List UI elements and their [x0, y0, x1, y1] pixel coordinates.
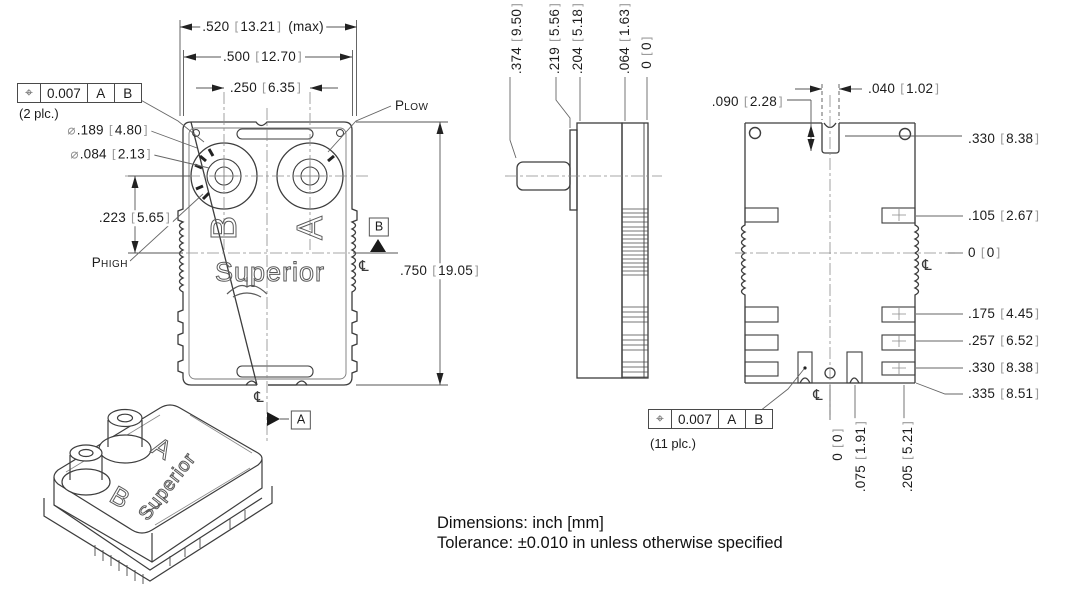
- side-dim-4: 0[0]: [639, 33, 655, 71]
- back-dim-right-0: .330[8.38]: [966, 131, 1043, 147]
- gdt-tolerance: 0.007: [672, 410, 719, 428]
- datum-b-box: B: [368, 217, 390, 237]
- back-dim-notch-width: .040[1.02]: [866, 81, 943, 97]
- back-dim-notch-depth: .090[2.28]: [709, 94, 786, 110]
- front-port-b-label: B: [203, 216, 244, 240]
- port-low-label: PLOW: [393, 98, 431, 114]
- side-view: [505, 77, 662, 379]
- note-tolerance: Tolerance: ±0.010 in unless otherwise sp…: [437, 534, 783, 552]
- centerline-symbol: ℄: [922, 256, 932, 274]
- back-dim-right-2: 0[0]: [966, 245, 1004, 261]
- front-brand-label: Superior: [215, 257, 325, 287]
- side-dim-0: .374[9.50]: [509, 0, 525, 77]
- gdt-datum-a: A: [88, 84, 115, 102]
- back-dim-right-5: .330[8.38]: [966, 360, 1043, 376]
- position-tolerance-icon: ⌖: [18, 84, 41, 102]
- centerline-symbol: ℄: [359, 257, 369, 275]
- gdt-datum-a: A: [719, 410, 746, 428]
- gdt-ports-note: (2 plc.): [19, 106, 59, 121]
- back-dim-bottom-2: .205[5.21]: [900, 417, 916, 495]
- datum-a-triangle: [267, 412, 280, 426]
- dim-height: .750[19.05]: [397, 263, 483, 279]
- front-view: [125, 20, 448, 442]
- dim-width-max: .520[13.21](max): [200, 19, 326, 35]
- iso-port-b: [61, 444, 111, 496]
- front-port-a-label: A: [289, 216, 330, 240]
- back-dim-right-4: .257[6.52]: [966, 333, 1043, 349]
- side-dim-3: .064[1.63]: [617, 0, 633, 77]
- back-dim-bottom-1: .075[1.91]: [853, 417, 869, 495]
- iso-port-a: [98, 408, 152, 464]
- position-tolerance-icon: ⌖: [649, 410, 672, 428]
- gdt-tolerance: 0.007: [41, 84, 88, 102]
- dim-port-spacing: .250[6.35]: [227, 80, 305, 96]
- side-dim-2: .204[5.18]: [570, 0, 586, 77]
- gdt-datum-b: B: [754, 411, 764, 427]
- dim-width: .500[12.70]: [220, 49, 306, 65]
- back-dim-right-3: .175[4.45]: [966, 306, 1043, 322]
- port-high-label: PHIGH: [89, 255, 130, 271]
- back-dim-right-1: .105[2.67]: [966, 208, 1043, 224]
- back-view: [735, 84, 963, 420]
- side-dim-1: .219[5.56]: [547, 0, 563, 77]
- back-dim-right-6: .335[8.51]: [966, 386, 1043, 402]
- datum-a-box: A: [290, 410, 312, 430]
- isometric-view: [43, 404, 273, 584]
- note-dimensions: Dimensions: inch [mm]: [437, 514, 604, 532]
- feature-control-frame-pads: ⌖ 0.007 A B: [648, 409, 773, 429]
- datum-b-triangle: [370, 239, 386, 252]
- feature-control-frame-ports: ⌖ 0.007 A B: [17, 83, 142, 103]
- dim-port-offset: .223[5.65]: [96, 210, 174, 226]
- gdt-datum-b: B: [123, 85, 133, 101]
- dia-port-outer: ⌀.189[4.80]: [65, 122, 151, 140]
- gdt-pads-note: (11 plc.): [650, 436, 696, 451]
- centerline-symbol: ℄: [813, 386, 823, 404]
- dia-port-inner: ⌀.084[2.13]: [68, 146, 154, 164]
- centerline-symbol: ℄: [254, 388, 264, 406]
- back-dim-bottom-0: 0[0]: [830, 425, 846, 463]
